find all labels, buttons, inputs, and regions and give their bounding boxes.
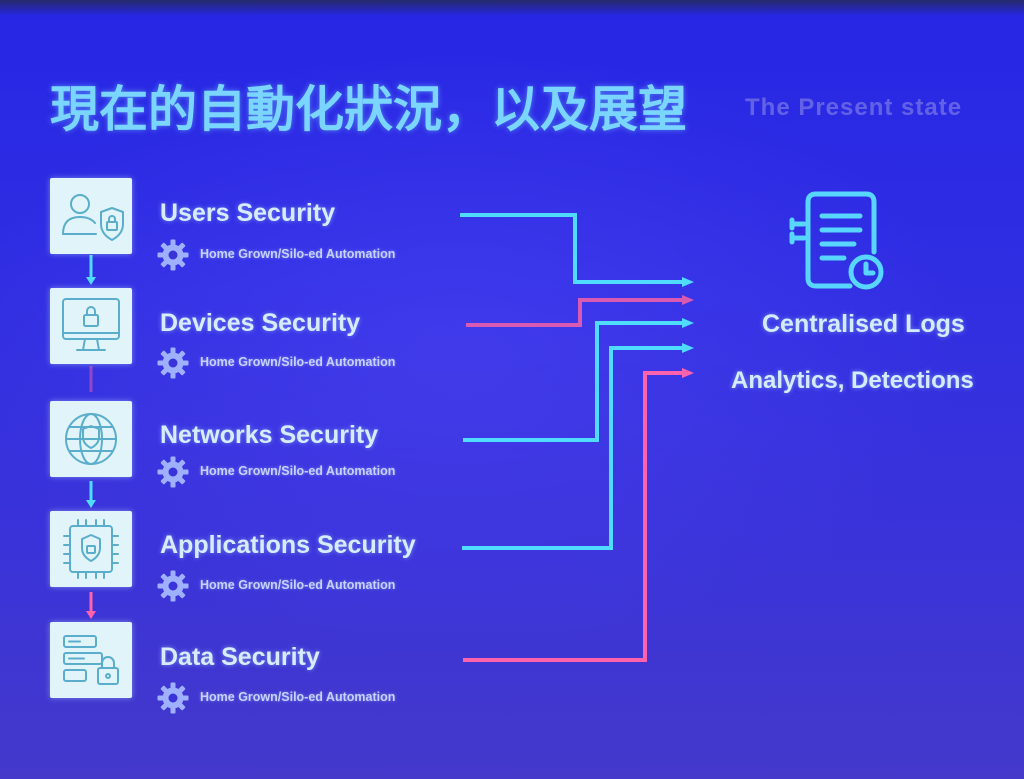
link-networks-to-logs [463, 318, 694, 442]
networks-security-label: Networks Security [160, 421, 379, 449]
slide-title-en: The Present state [745, 94, 963, 121]
applications-security-label: Applications Security [160, 531, 416, 559]
users-automation-text: Home Grown/Silo-ed Automation [200, 247, 396, 261]
analytics-detections-label: Analytics, Detections [731, 367, 974, 394]
gear-icon [156, 238, 190, 272]
link-devices-to-logs [466, 295, 694, 327]
applications-automation-text: Home Grown/Silo-ed Automation [200, 578, 396, 592]
data-automation-text: Home Grown/Silo-ed Automation [200, 690, 396, 704]
box-arrow-applications-data [86, 592, 96, 619]
screen-top-edge [0, 0, 1024, 16]
data-icon-box [50, 622, 132, 698]
user-shield-icon [62, 194, 124, 241]
box-arrow-networks-applications [86, 481, 96, 508]
globe-shield-icon [65, 413, 117, 465]
devices-icon-box [50, 288, 132, 364]
devices-security-label: Devices Security [160, 309, 361, 337]
log-document-icon [784, 186, 896, 298]
gear-icon [156, 455, 190, 489]
users-security-label: Users Security [160, 199, 336, 227]
monitor-lock-icon [62, 298, 120, 351]
gear-icon [156, 346, 190, 380]
data-lock-icon [63, 635, 119, 685]
centralised-logs-label: Centralised Logs [762, 310, 965, 338]
link-users-to-logs [460, 213, 694, 287]
chip-shield-icon [63, 519, 119, 579]
data-security-label: Data Security [160, 643, 320, 671]
link-applications-to-logs [462, 343, 694, 550]
slide-title-en-container: The Present state [745, 94, 1024, 130]
gear-icon [156, 569, 190, 603]
users-icon-box [50, 178, 132, 254]
box-arrow-users-devices [86, 255, 96, 285]
networks-automation-text: Home Grown/Silo-ed Automation [200, 464, 396, 478]
gear-icon [156, 681, 190, 715]
link-data-to-logs [463, 368, 694, 662]
devices-automation-text: Home Grown/Silo-ed Automation [200, 355, 396, 369]
networks-icon-box [50, 401, 132, 477]
slide-title: 現在的自動化狀況，以及展望 [50, 81, 688, 138]
applications-icon-box [50, 511, 132, 587]
